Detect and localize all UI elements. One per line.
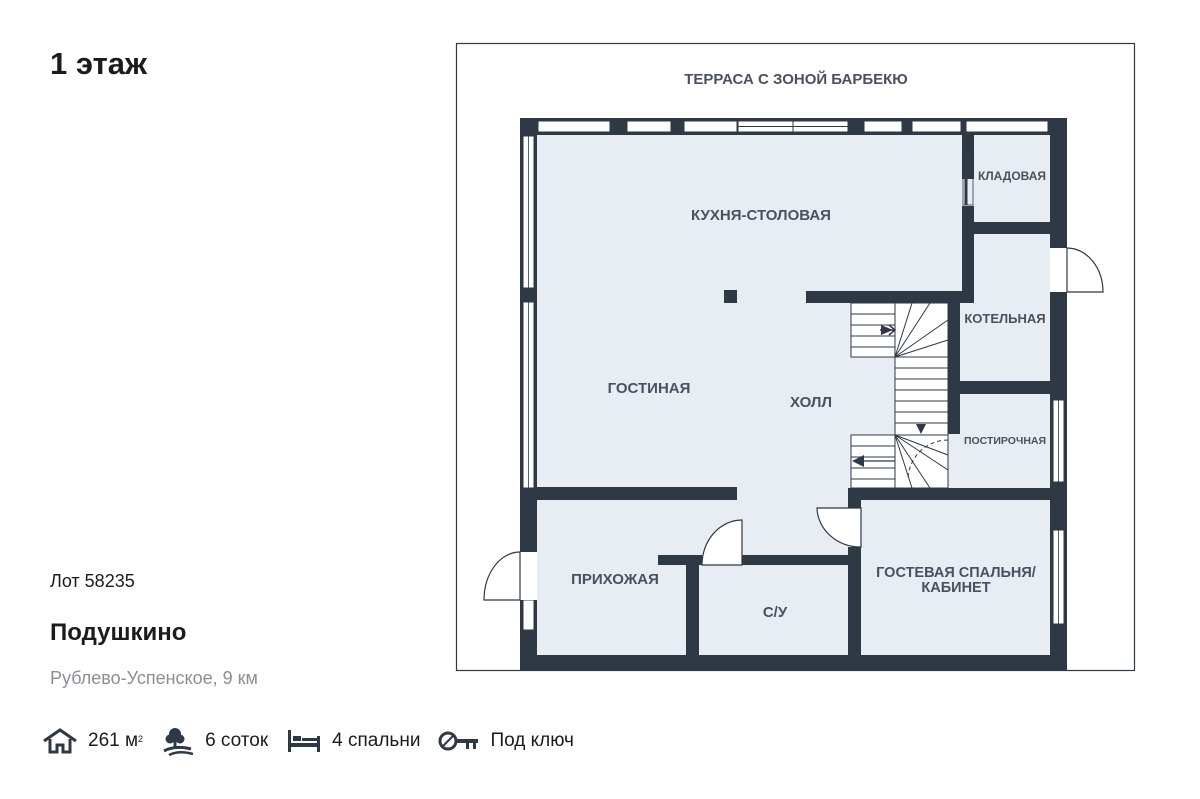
room-label-terrace: ТЕРРАСА С ЗОНОЙ БАРБЕКЮ — [684, 70, 908, 88]
room-label-guest-2: КАБИНЕТ — [921, 580, 990, 596]
stat-bedrooms-value: 4 спальни — [332, 730, 421, 751]
room-label-boiler: КОТЕЛЬНАЯ — [964, 311, 1045, 326]
stat-area-unit-sup: 2 — [138, 734, 144, 744]
bed-icon — [288, 730, 321, 752]
doors — [483, 247, 1104, 601]
interior-walls — [537, 135, 1050, 655]
tree-icon — [163, 728, 194, 756]
room-label-guest-1: ГОСТЕВАЯ СПАЛЬНЯ/ — [876, 565, 1036, 581]
floor-title: 1 этаж — [50, 46, 147, 81]
room-label-laundry: ПОСТИРОЧНАЯ — [964, 435, 1046, 447]
terrace-outline — [455, 42, 1136, 672]
stat-land-value: 6 соток — [205, 730, 269, 751]
place-name: Подушкино — [50, 619, 187, 646]
stat-area-value: 261 м — [88, 730, 139, 751]
lot-number: Лот 58235 — [50, 571, 135, 591]
room-label-hall: ХОЛЛ — [790, 394, 832, 411]
room-label-wc: С/У — [763, 604, 788, 621]
stat-land: 6 соток — [161, 726, 268, 756]
room-label-pantry: КЛАДОВАЯ — [978, 169, 1046, 183]
laundry-door-swing — [907, 439, 949, 481]
stair-arrows — [852, 324, 926, 467]
room-label-living: ГОСТИНАЯ — [608, 380, 691, 397]
house-icon — [43, 728, 77, 754]
room-label-entry: ПРИХОЖАЯ — [571, 571, 659, 588]
direction-distance: Рублево-Успенское, 9 км — [50, 668, 258, 688]
stat-finish-value: Под ключ — [490, 730, 574, 751]
key-icon — [438, 731, 479, 751]
stat-finish: Под ключ — [438, 729, 574, 753]
stat-bedrooms: 4 спальни — [286, 728, 420, 754]
room-label-kitchen: КУХНЯ-СТОЛОВАЯ — [691, 207, 831, 224]
